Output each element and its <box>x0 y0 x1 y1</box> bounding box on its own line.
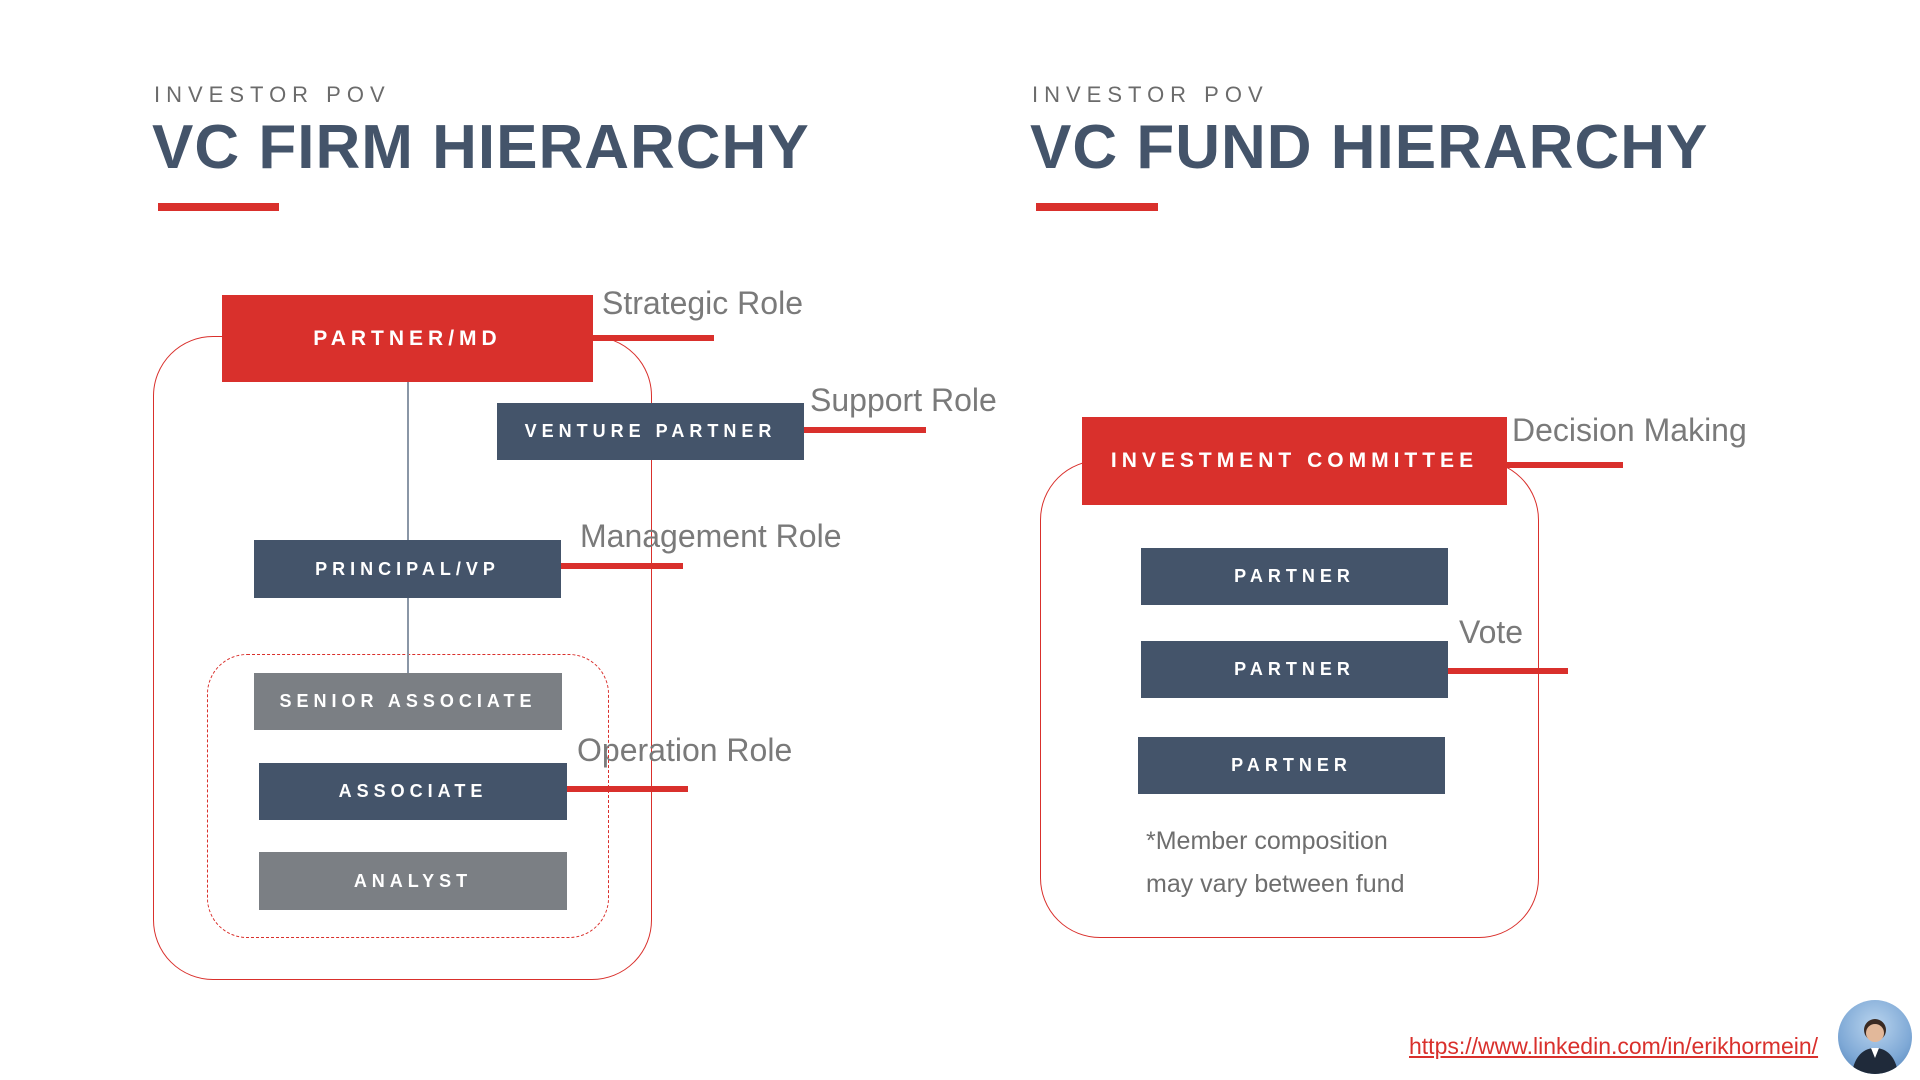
label-operation-role: Operation Role <box>577 732 793 768</box>
person-silhouette-icon <box>1852 1019 1898 1074</box>
label-vote: Vote <box>1459 614 1524 650</box>
left-kicker: INVESTOR POV <box>154 82 391 107</box>
node-venture-partner: VENTURE PARTNER <box>497 403 804 460</box>
connector-decision-making <box>1507 462 1623 468</box>
label-support-role: Support Role <box>810 382 997 418</box>
right-kicker: INVESTOR POV <box>1032 82 1269 107</box>
left-title: VC FIRM HIERARCHY <box>152 113 810 182</box>
node-principal-vp: PRINCIPAL/VP <box>254 540 561 598</box>
connector-vote <box>1448 668 1568 674</box>
left-title-underline <box>158 203 279 211</box>
connector-strategic-role <box>593 335 714 341</box>
linkedin-link[interactable]: https://www.linkedin.com/in/erikhormein/ <box>1409 1033 1819 1059</box>
node-analyst: ANALYST <box>259 852 567 910</box>
connector-management-role <box>561 563 683 569</box>
right-title-underline <box>1036 203 1158 211</box>
note-line-2: may vary between fund <box>1146 870 1405 898</box>
profile-avatar-icon <box>1838 1000 1912 1074</box>
label-strategic-role: Strategic Role <box>602 285 803 321</box>
node-associate: ASSOCIATE <box>259 763 567 820</box>
connector-operation-role <box>567 786 688 792</box>
label-decision-making: Decision Making <box>1512 412 1747 448</box>
member-composition-note: *Member composition may vary between fun… <box>1146 820 1404 906</box>
node-partner-md: PARTNER/MD <box>222 295 593 382</box>
node-senior-associate: SENIOR ASSOCIATE <box>254 673 562 730</box>
note-line-1: *Member composition <box>1146 827 1388 855</box>
node-partner-1: PARTNER <box>1141 548 1448 605</box>
node-investment-committee: INVESTMENT COMMITTEE <box>1082 417 1507 505</box>
node-partner-3: PARTNER <box>1138 737 1445 794</box>
right-title: VC FUND HIERARCHY <box>1030 113 1709 182</box>
connector-support-role <box>804 427 926 433</box>
label-management-role: Management Role <box>580 518 842 554</box>
hierarchy-connector-line <box>407 380 409 675</box>
node-partner-2: PARTNER <box>1141 641 1448 698</box>
